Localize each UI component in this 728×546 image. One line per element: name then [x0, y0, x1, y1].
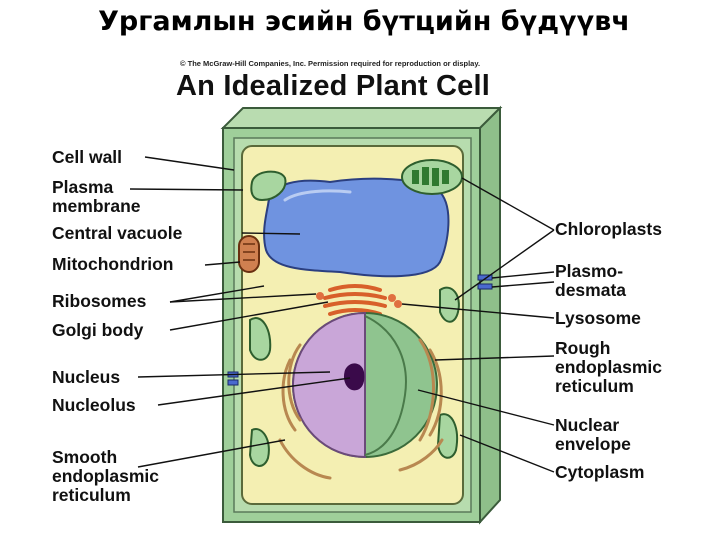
- label-golgi-body: Golgi body: [52, 320, 144, 340]
- ribosome: [388, 294, 396, 302]
- lysosome: [394, 300, 402, 308]
- nucleolus: [343, 363, 365, 391]
- mitochondrion: [238, 235, 260, 273]
- central-vacuole: [263, 177, 450, 278]
- label-plasmodesmata: Plasmo- desmata: [555, 261, 627, 300]
- label-rough-er: Rough endoplasmic reticulum: [555, 338, 662, 396]
- label-nucleolus: Nucleolus: [52, 395, 136, 415]
- slide-title: Ургамлын эсийн бүтцийн бүдүүвч: [98, 6, 630, 37]
- diagram-title: An Idealized Plant Cell: [176, 70, 490, 102]
- label-lysosome: Lysosome: [555, 308, 641, 328]
- ribosome: [316, 292, 324, 300]
- label-plasma-membrane: Plasma membrane: [52, 177, 141, 216]
- label-cytoplasm: Cytoplasm: [555, 462, 645, 482]
- label-chloroplasts: Chloroplasts: [555, 219, 662, 239]
- copyright-notice: © The McGraw-Hill Companies, Inc. Permis…: [180, 59, 481, 68]
- chloroplast: [436, 413, 458, 459]
- label-ribosomes: Ribosomes: [52, 291, 147, 311]
- chloroplast: [250, 170, 287, 202]
- label-central-vacuole: Central vacuole: [52, 223, 183, 243]
- chloroplast: [401, 159, 463, 195]
- label-smooth-er: Smooth endoplasmic reticulum: [52, 447, 159, 505]
- endoplasmic-reticulum: [278, 338, 444, 480]
- label-nuclear-envelope: Nuclear envelope: [555, 415, 631, 454]
- chloroplast: [248, 428, 270, 467]
- nucleus: [292, 311, 438, 459]
- label-cell-wall: Cell wall: [52, 147, 123, 167]
- chloroplast: [439, 286, 460, 323]
- chloroplast: [249, 317, 272, 361]
- label-nucleus: Nucleus: [52, 367, 121, 387]
- leader-lines: [129, 156, 555, 473]
- label-mitochondrion: Mitochondrion: [52, 254, 174, 274]
